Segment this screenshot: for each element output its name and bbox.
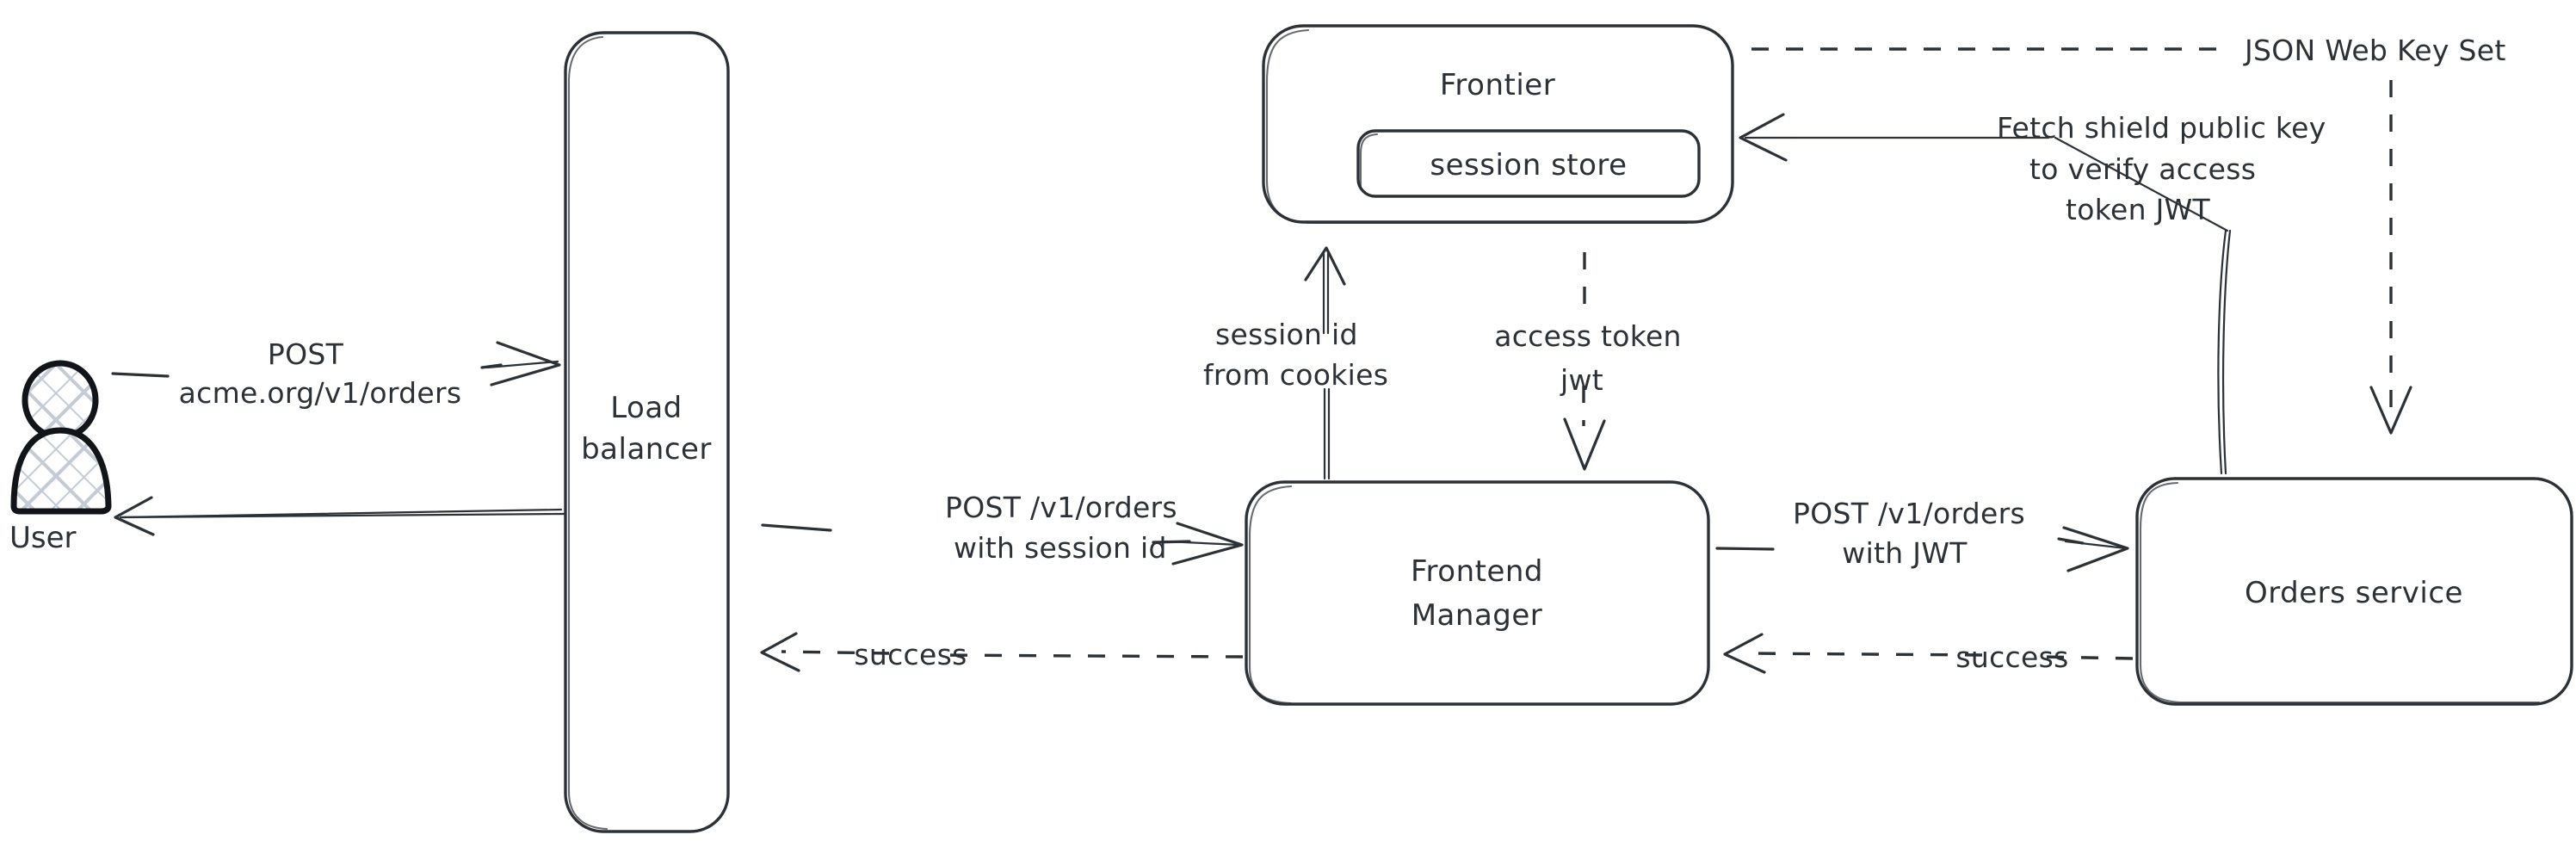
edge-lb-to-frontend-manager	[761, 522, 1244, 566]
edge-label-post-acme-line1: POST	[268, 337, 344, 371]
edge-label-fetch-key-line3: token JWT	[2066, 193, 2211, 226]
edge-user-to-load-balancer	[111, 341, 561, 386]
session-store-label: session store	[1430, 148, 1627, 182]
node-orders-service[interactable]: Orders service	[2135, 477, 2573, 706]
edge-label-post-session-line1: POST /v1/orders	[945, 491, 1177, 524]
load-balancer-label-line2: balancer	[581, 432, 712, 467]
frontend-manager-label-line2: Manager	[1412, 598, 1543, 633]
edge-label-access-token-line1: access token	[1494, 319, 1682, 353]
node-frontier[interactable]: Frontier session store	[1262, 24, 1734, 225]
edge-label-session-id-line2: from cookies	[1203, 358, 1388, 392]
edge-label-access-token-line2: jwt	[1560, 363, 1603, 397]
node-load-balancer[interactable]: Load balancer	[564, 31, 730, 833]
edge-label-success-lb: success	[854, 638, 967, 671]
edge-frontier-to-orders-jwks	[1751, 47, 2412, 435]
edge-frontend-manager-to-frontier	[1304, 246, 1346, 480]
edge-label-post-jwt-line1: POST /v1/orders	[1793, 497, 2025, 530]
edge-label-post-acme-line2: acme.org/v1/orders	[179, 376, 462, 410]
edge-orders-to-frontier-fetch-key	[1739, 113, 2232, 475]
edge-label-fetch-key-line2: to verify access	[2029, 152, 2256, 186]
user-person-icon	[10, 360, 112, 515]
edge-orders-to-frontend-manager-success	[1723, 633, 2134, 674]
edge-load-balancer-to-user	[114, 496, 565, 536]
edge-frontend-manager-to-orders	[1715, 526, 2129, 572]
edge-label-fetch-key-line1: Fetch shield public key	[1997, 111, 2326, 145]
node-session-store[interactable]: session store	[1356, 129, 1701, 198]
edge-frontier-to-frontend-manager	[1563, 252, 1606, 471]
frontend-manager-label-line1: Frontend	[1411, 554, 1543, 589]
node-frontend-manager[interactable]: Frontend Manager	[1245, 480, 1710, 706]
user-label: User	[9, 521, 77, 555]
frontier-label: Frontier	[1440, 68, 1555, 102]
edge-label-post-jwt-line2: with JWT	[1842, 536, 1968, 570]
orders-service-label: Orders service	[2245, 576, 2463, 610]
edge-label-success-orders: success	[1955, 640, 2068, 674]
load-balancer-label-line1: Load	[610, 391, 683, 425]
edge-label-jwks: JSON Web Key Set	[2243, 34, 2506, 67]
edge-label-session-id-line1: session id	[1215, 318, 1358, 351]
edge-label-post-session-line2: with session id	[954, 531, 1167, 565]
edge-frontend-manager-to-lb-success	[760, 632, 1244, 672]
